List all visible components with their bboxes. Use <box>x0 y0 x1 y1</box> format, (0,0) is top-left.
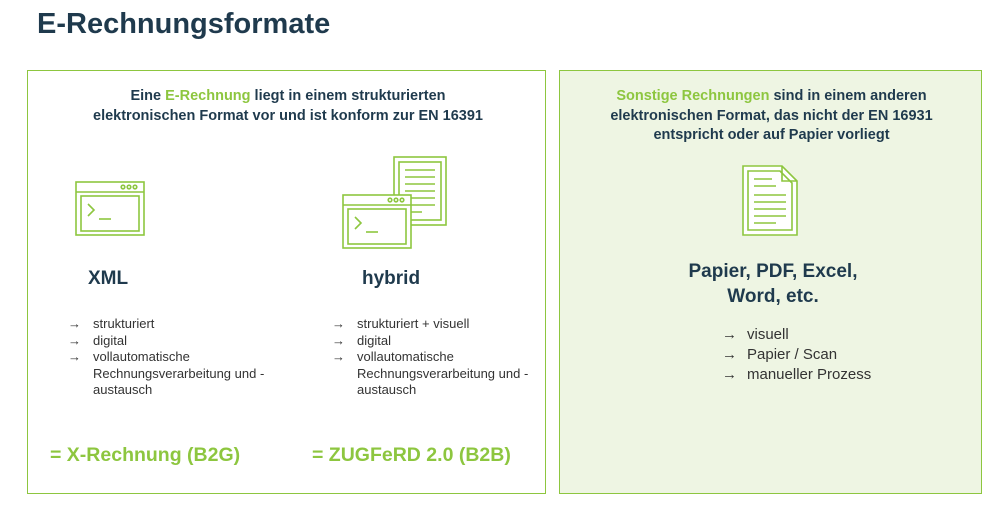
format-name-hybrid: hybrid <box>362 268 421 289</box>
list-item: →digital <box>68 332 127 348</box>
result-zugferd: = ZUGFeRD 2.0 (B2B) <box>312 444 511 466</box>
intro-highlight: E-Rechnung <box>165 88 251 104</box>
arrow-right-icon: → <box>332 349 345 364</box>
list-item: →visuell <box>722 326 789 343</box>
list-item: →manueller Prozess <box>722 366 872 383</box>
arrow-right-icon: → <box>332 332 345 348</box>
arrow-right-icon: → <box>68 332 81 348</box>
arrow-right-icon: → <box>332 316 345 331</box>
list-item: →vollautomatische Rechnungsverarbeitung … <box>332 349 529 397</box>
list-item: →vollautomatische Rechnungsverarbeitung … <box>68 349 265 397</box>
sonstige-intro: Sonstige Rechnungen sind in einem andere… <box>580 87 963 146</box>
e-rechnung-intro: Eine E-Rechnung liegt in einem strukturi… <box>78 87 498 126</box>
arrow-right-icon: → <box>722 326 737 343</box>
e-rechnung-panel: Eine E-Rechnung liegt in einem strukturi… <box>27 70 546 494</box>
arrow-right-icon: → <box>722 346 737 363</box>
intro-suffix: sind in einem anderen elektronischen For… <box>610 88 933 143</box>
arrow-right-icon: → <box>68 349 81 364</box>
sonstige-rechnungen-panel: Sonstige Rechnungen sind in einem andere… <box>559 70 982 494</box>
format-name-xml: XML <box>88 268 129 289</box>
terminal-window-icon <box>75 181 145 236</box>
xml-feature-list: →strukturiert →digital →vollautomatische… <box>68 316 268 399</box>
intro-prefix: Eine <box>130 88 166 104</box>
result-x-rechnung: = X-Rechnung (B2G) <box>50 444 241 466</box>
intro-highlight: Sonstige Rechnungen <box>616 88 770 104</box>
list-item: →digital <box>332 332 391 348</box>
paper-document-icon <box>742 165 798 236</box>
page-title: E-Rechnungsformate <box>37 8 331 40</box>
terminal-with-document-icon <box>342 156 447 249</box>
list-item: →Papier / Scan <box>722 346 838 363</box>
list-item: →strukturiert + visuell <box>332 316 470 331</box>
hybrid-feature-list: →strukturiert + visuell →digital →vollau… <box>332 316 532 399</box>
intro-suffix: liegt in einem strukturierten elektronis… <box>93 88 483 124</box>
arrow-right-icon: → <box>68 316 81 331</box>
arrow-right-icon: → <box>722 366 737 383</box>
other-formats-list: →visuell →Papier / Scan →manueller Proze… <box>722 325 942 385</box>
list-item: →strukturiert <box>68 316 155 331</box>
other-formats-title: Papier, PDF, Excel, Word, etc. <box>688 261 858 307</box>
